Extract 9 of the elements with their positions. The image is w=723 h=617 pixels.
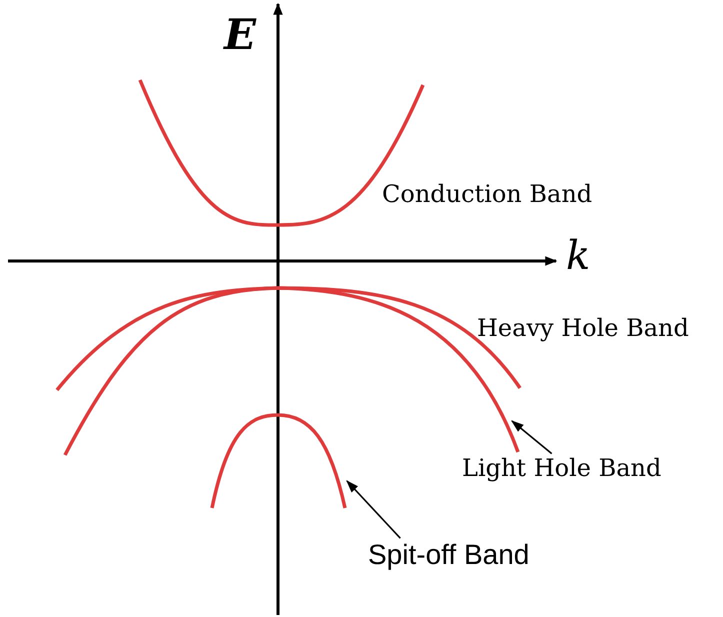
band-label: Light Hole Band: [462, 456, 662, 480]
band-curve: [210, 413, 347, 508]
band-label: Conduction Band: [382, 182, 592, 206]
leader-line: [511, 420, 552, 454]
band-label: Heavy Hole Band: [477, 316, 689, 340]
leader-line: [346, 480, 401, 539]
axis-label: k: [566, 236, 590, 276]
axis-label: E: [224, 14, 256, 56]
band-label: Spit-off Band: [368, 541, 530, 569]
